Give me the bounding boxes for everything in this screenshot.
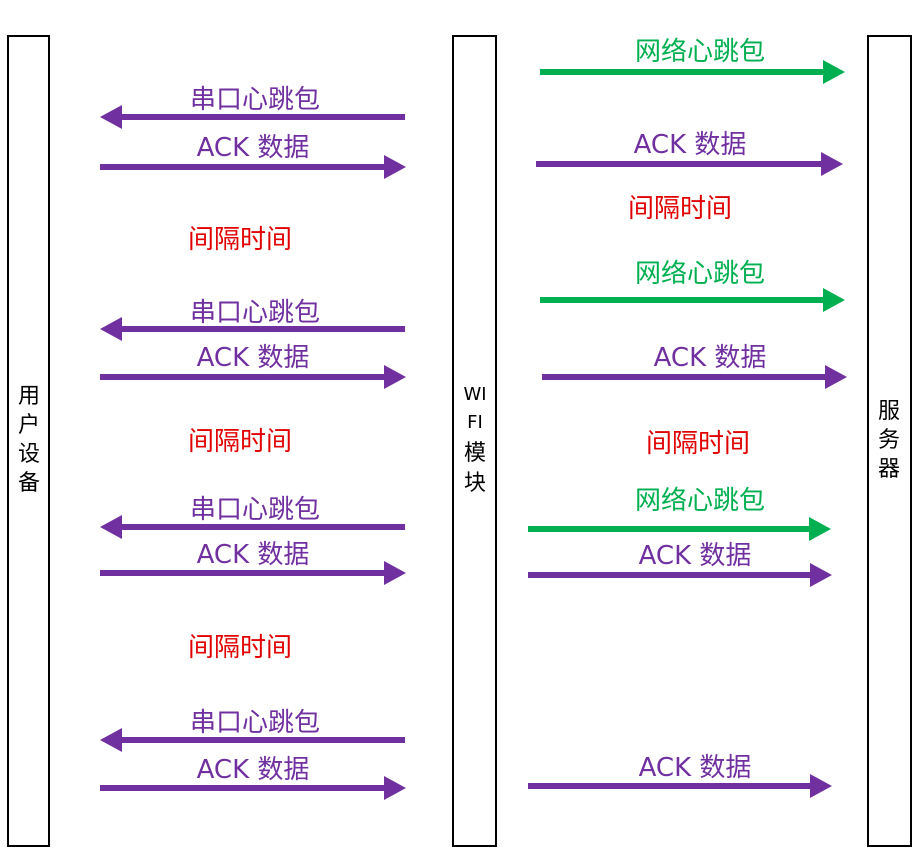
serial-heartbeat-label-1: 串口心跳包 xyxy=(190,85,320,115)
serial-heartbeat-label-4: 串口心跳包 xyxy=(190,708,320,738)
interval-time-label-3: 间隔时间 xyxy=(188,633,292,663)
ack-data-label-3: ACK 数据 xyxy=(197,540,310,570)
user-device-label-2: 户 xyxy=(18,413,40,438)
network-heartbeat-label-1: 网络心跳包 xyxy=(635,37,765,67)
user-device-label-1: 用 xyxy=(18,384,40,409)
serial-heartbeat-label-2: 串口心跳包 xyxy=(190,298,320,328)
network-heartbeat-label-3: 网络心跳包 xyxy=(635,486,765,516)
wifi-module-column xyxy=(452,35,497,847)
server-label-1: 服 xyxy=(878,399,900,424)
wifi-module-label-3: 模 xyxy=(464,441,486,466)
wifi-module-label-1: WI xyxy=(463,384,486,405)
server-column xyxy=(867,35,912,847)
user-device-label-4: 备 xyxy=(18,471,40,496)
ack-data-label-6: ACK 数据 xyxy=(654,343,767,373)
user-device-label-3: 设 xyxy=(18,442,40,467)
interval-time-label-1: 间隔时间 xyxy=(188,225,292,255)
user-device-column xyxy=(7,35,50,847)
ack-data-label-5: ACK 数据 xyxy=(634,130,747,160)
server-label-2: 务 xyxy=(878,428,900,453)
ack-data-label-8: ACK 数据 xyxy=(639,753,752,783)
wifi-module-label-4: 块 xyxy=(464,471,486,496)
ack-data-label-1: ACK 数据 xyxy=(197,133,310,163)
ack-data-label-2: ACK 数据 xyxy=(197,343,310,373)
interval-time-label-5: 间隔时间 xyxy=(646,429,750,459)
serial-heartbeat-label-3: 串口心跳包 xyxy=(190,495,320,525)
server-label-3: 器 xyxy=(878,457,900,482)
ack-data-label-4: ACK 数据 xyxy=(197,755,310,785)
ack-data-label-7: ACK 数据 xyxy=(639,541,752,571)
wifi-module-label-2: FI xyxy=(467,412,483,433)
interval-time-label-4: 间隔时间 xyxy=(628,194,732,224)
interval-time-label-2: 间隔时间 xyxy=(188,427,292,457)
network-heartbeat-label-2: 网络心跳包 xyxy=(635,259,765,289)
